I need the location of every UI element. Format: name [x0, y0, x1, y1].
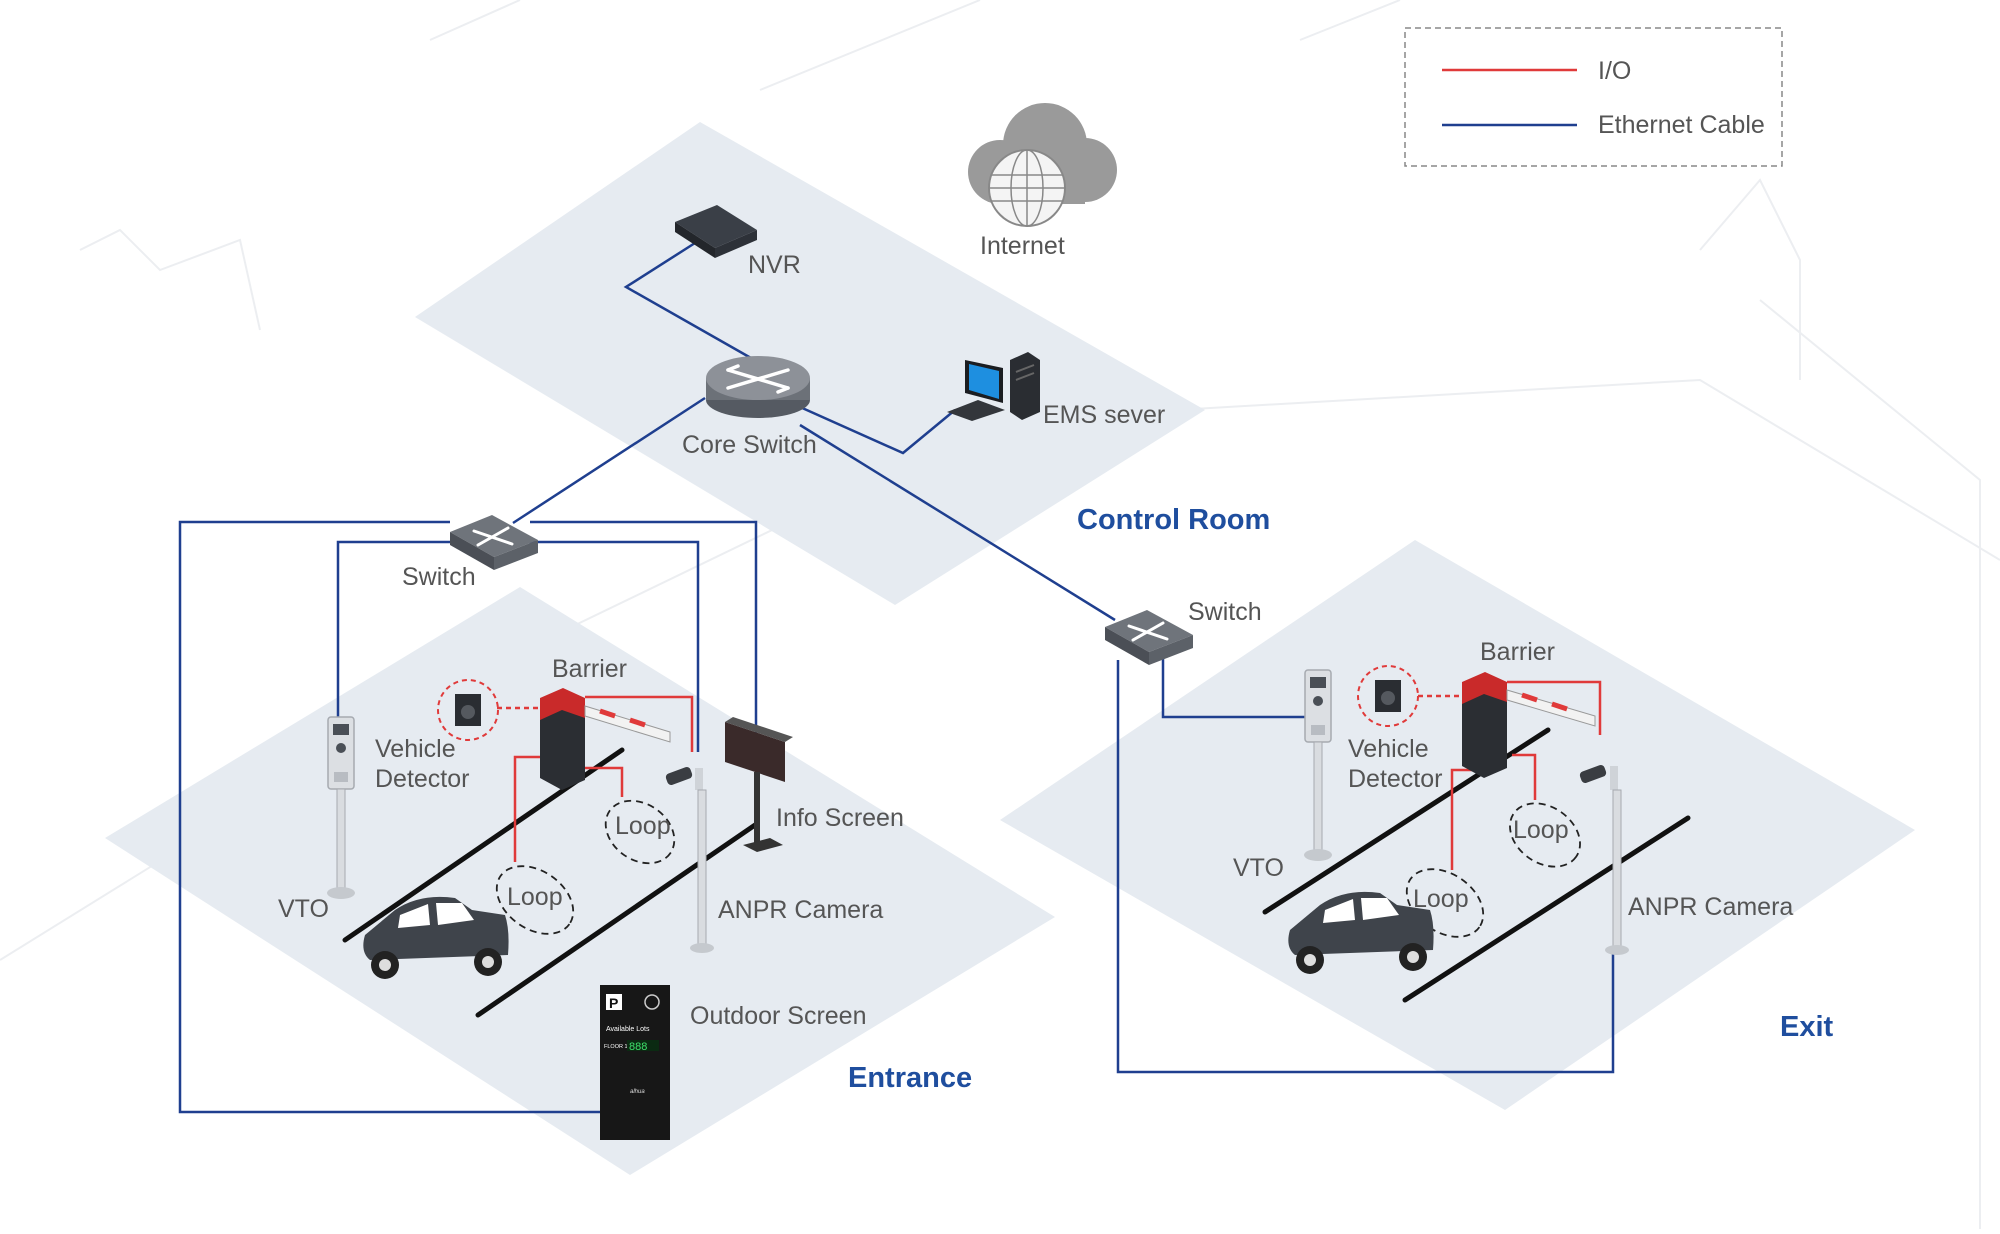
cable-entrance-vto: [336, 540, 460, 717]
legend-box: [1404, 27, 1783, 167]
platforms: [105, 122, 1915, 1175]
internet-cloud-icon: [968, 103, 1117, 227]
exit-switch-label: Switch: [1188, 598, 1262, 626]
io-exit-loop-b: [1512, 753, 1537, 800]
cable-entrance-outer-loop: [178, 520, 600, 1114]
core-switch-icon: [706, 356, 810, 418]
ethernet-cables: [178, 241, 1615, 1114]
nvr-label: NVR: [748, 251, 801, 279]
cable-entrance-info-screen: [530, 520, 758, 735]
io-exit-barrier-camera: [1507, 680, 1602, 735]
entrance-info-screen-label: Info Screen: [776, 804, 904, 832]
exit-barrier-icon: [1462, 672, 1596, 778]
entrance-anpr-camera-label: ANPR Camera: [718, 896, 883, 924]
outdoor-screen-logo: P: [609, 995, 618, 1011]
entrance-switch-icon: [450, 515, 538, 570]
outdoor-screen-floor: FLOOR 1: [604, 1044, 628, 1050]
cable-entrance-anpr: [520, 540, 700, 752]
entrance-lane-line-2: [475, 822, 758, 1018]
entrance-anpr-camera-icon: [665, 767, 714, 953]
nvr-icon: [675, 205, 757, 258]
entrance-loop-b-icon: [604, 799, 676, 865]
entrance-barrier-label: Barrier: [552, 655, 627, 683]
io-entrance-loop-a: [513, 755, 543, 862]
info-screen-icon: [725, 717, 793, 852]
entrance-car-icon: [363, 896, 509, 979]
exit-loop-a-icon: [1405, 868, 1485, 938]
ems-server-icon: [947, 352, 1040, 421]
entrance-label: Entrance: [848, 1062, 972, 1094]
exit-platform: [1000, 540, 1915, 1110]
exit-vto-label: VTO: [1233, 854, 1284, 882]
internet-label: Internet: [980, 232, 1065, 260]
entrance-vehicle-detector-icon: [437, 679, 499, 741]
exit-loop-b-icon: [1509, 802, 1581, 868]
exit-anpr-camera-icon: [1579, 765, 1629, 955]
io-entrance-loop-b: [583, 766, 624, 797]
entrance-loop-a-icon: [495, 865, 575, 935]
legend-io-label: I/O: [1598, 57, 1631, 85]
cable-core-ems: [799, 405, 956, 455]
io-entrance-barrier-camera: [585, 695, 694, 752]
exit-vehicle-detector-label-2: Detector: [1348, 765, 1442, 793]
legend: I/O Ethernet Cable: [1404, 27, 1783, 167]
core-switch-label: Core Switch: [682, 431, 817, 459]
exit-switch-icon: [1105, 610, 1193, 665]
entrance-switch-label: Switch: [402, 563, 476, 591]
exit-barrier-label: Barrier: [1480, 638, 1555, 666]
exit-lane-line-2: [1402, 815, 1691, 1003]
exit-anpr-camera-label: ANPR Camera: [1628, 893, 1793, 921]
exit-vehicle-detector-icon: [1357, 665, 1419, 727]
control-room-label: Control Room: [1077, 504, 1270, 536]
exit-car-icon: [1288, 891, 1434, 974]
cable-exit-anpr: [1116, 660, 1615, 1074]
entrance-loop-a-label: Loop: [507, 883, 563, 911]
exit-label: Exit: [1780, 1011, 1834, 1043]
outdoor-screen-heading: Available Lots: [606, 1026, 650, 1033]
cable-core-entrance-switch: [512, 396, 706, 525]
entrance-barrier-icon: [540, 688, 671, 790]
outdoor-screen-brand: alhua: [630, 1089, 645, 1095]
cable-nvr-core: [623, 241, 759, 364]
entrance-vehicle-detector-label-2: Detector: [375, 765, 469, 793]
exit-vehicle-detector-label-1: Vehicle: [1348, 735, 1429, 763]
entrance-outdoor-screen-label: Outdoor Screen: [690, 1002, 867, 1030]
exit-loop-a-label: Loop: [1413, 885, 1469, 913]
cable-exit-vto: [1161, 655, 1315, 719]
outdoor-screen-count: 888: [629, 1041, 647, 1053]
entrance-vehicle-detector-label-1: Vehicle: [375, 735, 456, 763]
entrance-loop-b-label: Loop: [615, 812, 671, 840]
entrance-vto-icon: [327, 716, 355, 899]
exit-vto-icon: [1304, 669, 1332, 861]
ems-server-label: EMS sever: [1043, 401, 1165, 429]
exit-loop-b-label: Loop: [1513, 816, 1569, 844]
control-room-platform: [415, 122, 1205, 605]
outdoor-screen-icon: P Available Lots FLOOR 1 888 alhua: [600, 985, 670, 1140]
legend-ethernet-label: Ethernet Cable: [1598, 111, 1765, 139]
entrance-vto-label: VTO: [278, 895, 329, 923]
cable-core-exit-switch: [799, 423, 1116, 622]
